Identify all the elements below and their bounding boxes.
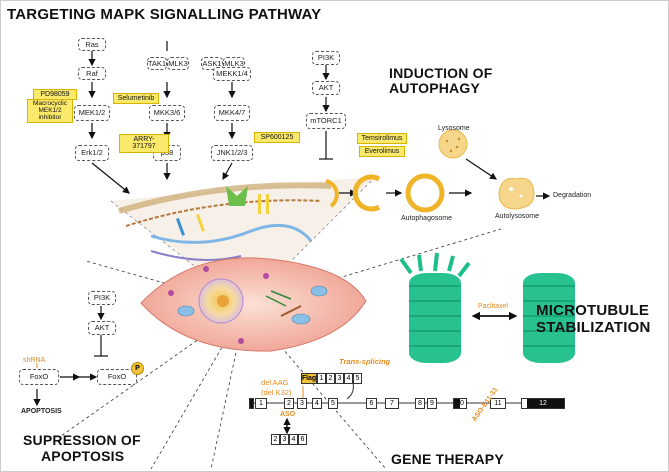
title-gene-therapy: GENE THERAPY — [391, 451, 504, 467]
flag-exon: 5 — [353, 373, 362, 384]
label-aso: ASO — [280, 411, 296, 418]
phagophore-growing — [352, 174, 381, 212]
membrane-wedge — [111, 176, 376, 306]
label-paclitaxel: Paclitaxel — [478, 303, 508, 310]
label-del-k32: (del K32) — [261, 388, 292, 397]
node-mekk14: MEKK1/4 — [213, 67, 251, 81]
aso-exon: 2 — [271, 434, 280, 445]
flag-exon: 1 — [317, 373, 326, 384]
membrane-protein-icon — [226, 186, 248, 206]
drug-arry: ARRY-371797 — [119, 134, 169, 153]
node-ras: Ras — [78, 38, 106, 51]
cell-body — [140, 257, 367, 352]
exon-10: 10 — [453, 398, 467, 409]
exon-9: 9 — [427, 398, 437, 409]
gene-start-block — [249, 398, 254, 409]
exon-6: 6 — [366, 398, 377, 409]
node-auto-pi3k: PI3K — [312, 51, 340, 65]
node-foxo: FoxO — [19, 369, 59, 385]
label-autolysosome: Autolysosome — [495, 213, 539, 220]
node-raf: Raf — [78, 67, 106, 80]
exon-1: 1 — [255, 398, 267, 409]
phagophore — [325, 179, 339, 208]
flag-construct: Flag 1 2 3 4 5 — [301, 373, 362, 384]
title-apoptosis-2: APOPTOSIS — [41, 448, 125, 464]
label-del-aag: del AAG — [261, 378, 289, 387]
node-ask1: ASK1 — [201, 57, 223, 70]
mapk-arrows — [88, 51, 236, 194]
node-apo-akt: AKT — [88, 321, 116, 335]
flag-exon: 3 — [335, 373, 344, 384]
drug-temsirolimus: Temsirolimus — [357, 133, 407, 145]
autolysosome-icon — [498, 177, 535, 210]
node-tak1: TAK1 — [147, 57, 167, 70]
label-lysosome: Lysosome — [438, 125, 470, 132]
receptor-blue — [176, 217, 185, 236]
flag-tag: Flag — [301, 373, 317, 384]
label-degradation: Degradation — [553, 192, 592, 199]
aso-exon: 4 — [289, 434, 298, 445]
drug-macrocyclic: Macrocyclic MEK1/2 inhibitor — [27, 99, 73, 124]
exon-12: 12 — [521, 398, 565, 409]
node-foxo-p: FoxO — [97, 369, 137, 385]
node-mkk47: MKK4/7 — [214, 105, 250, 121]
label-trans-splicing: Trans-splicing — [339, 357, 391, 366]
aso-exon: 3 — [280, 434, 289, 445]
node-apo-pi3k: PI3K — [88, 291, 116, 305]
exon-11: 11 — [490, 398, 506, 409]
drug-sp600125: SP600125 — [254, 132, 300, 144]
title-mapk: TARGETING MAPK SIGNALLING PATHWAY — [7, 6, 322, 23]
autophagosome-icon — [405, 173, 445, 213]
receptor-yellow — [258, 194, 261, 214]
aso-exon: 6 — [298, 434, 307, 445]
drug-everolimus: Everolimus — [359, 146, 405, 158]
apoptosis-arrows — [33, 306, 108, 407]
exon-7: 7 — [385, 398, 399, 409]
label-apoptosis-outcome: APOPTOSIS — [21, 408, 62, 415]
flag-exon: 4 — [344, 373, 353, 384]
microtubule-right-icon — [523, 273, 575, 363]
phospho-badge: P — [131, 362, 144, 375]
node-auto-akt: AKT — [312, 81, 340, 95]
drug-selumetinib: Selumetinib — [113, 93, 159, 105]
autophagy-arrows — [319, 65, 551, 200]
node-mlk3-a: MLK3 — [167, 57, 189, 70]
title-microtubule-1: MICROTUBULE — [536, 302, 650, 319]
aso-product: 2 3 4 6 — [271, 434, 307, 445]
title-apoptosis-1: SUPRESSION OF — [23, 432, 141, 448]
node-jnk: JNK1/2/3 — [211, 145, 253, 161]
node-mtorc1: mTORC1 — [306, 113, 346, 129]
exon-8: 8 — [415, 398, 425, 409]
exon-3: 3 — [297, 398, 307, 409]
label-shrna: shRNA — [23, 357, 46, 364]
node-erk12: Erk1/2 — [75, 145, 109, 161]
node-mkk36: MKK3/6 — [149, 105, 185, 121]
exon-2: 2 — [284, 398, 294, 409]
exon-4: 4 — [312, 398, 322, 409]
flag-exon: 2 — [326, 373, 335, 384]
node-mek12: MEK1/2 — [74, 105, 110, 121]
title-microtubule-2: STABILIZATION — [536, 319, 651, 336]
label-autophagosome: Autophagosome — [401, 215, 452, 222]
title-autophagy-1: INDUCTION OF — [389, 65, 493, 81]
title-autophagy-2: AUTOPHAGY — [389, 80, 480, 96]
microtubule-left-icon — [399, 252, 471, 363]
lysosome-icon — [438, 129, 468, 159]
exon-5: 5 — [328, 398, 338, 409]
